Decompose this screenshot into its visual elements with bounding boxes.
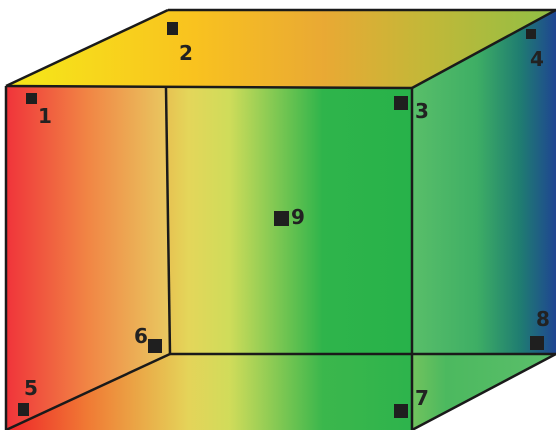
point-4-label: 4 xyxy=(530,47,544,71)
point-9-marker xyxy=(274,211,289,226)
point-8-label: 8 xyxy=(536,307,550,331)
point-2-marker xyxy=(167,22,178,35)
point-2-label: 2 xyxy=(179,41,193,65)
point-markers: 1 2 3 4 5 6 7 8 9 xyxy=(18,22,550,418)
point-6-label: 6 xyxy=(134,324,148,348)
point-7-label: 7 xyxy=(415,386,429,410)
right-face xyxy=(412,10,556,430)
bottom-left-edge xyxy=(5,352,171,430)
point-4-marker xyxy=(526,29,536,39)
point-6-marker xyxy=(148,339,162,353)
point-3-marker xyxy=(394,96,408,110)
cube-edges xyxy=(4,8,556,430)
point-8-marker xyxy=(530,336,544,350)
top-face xyxy=(6,10,556,88)
bottom-right-edge xyxy=(411,352,556,430)
point-5-label: 5 xyxy=(24,376,38,400)
point-3-label: 3 xyxy=(415,99,429,123)
top-right-edge xyxy=(411,8,556,90)
point-9-label: 9 xyxy=(291,205,305,229)
point-7-marker xyxy=(394,404,408,418)
top-left-edge xyxy=(5,8,169,88)
back-face-overlay xyxy=(168,88,412,354)
point-5-marker xyxy=(18,403,29,416)
point-1-marker xyxy=(26,93,37,104)
point-1-label: 1 xyxy=(38,104,52,128)
back-left-vertical-edge xyxy=(164,87,172,355)
